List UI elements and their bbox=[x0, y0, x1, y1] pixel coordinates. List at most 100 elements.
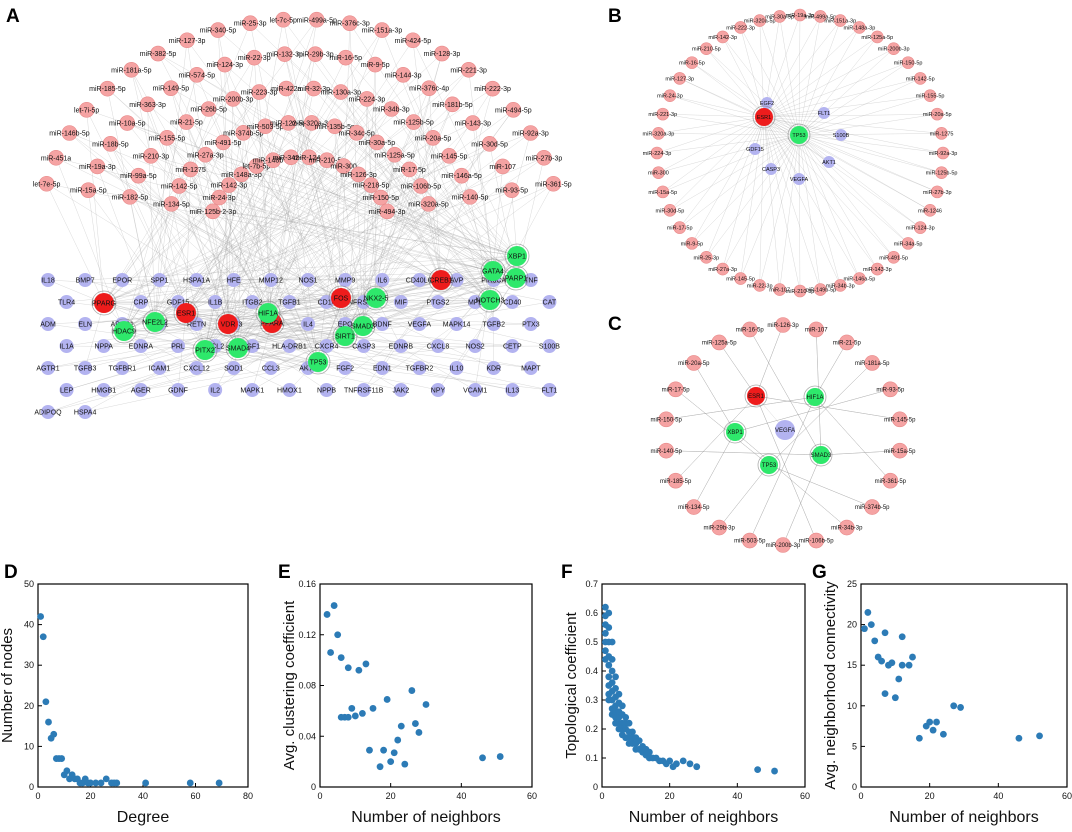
gene-node: ADIPOQ bbox=[34, 405, 62, 419]
network-edge bbox=[185, 169, 410, 314]
mirna-label: miR-376c-4p bbox=[409, 86, 449, 93]
network-edge bbox=[232, 98, 491, 301]
mirna-node: miR-20a-5p bbox=[923, 107, 952, 121]
hub-circle bbox=[195, 340, 215, 360]
mirna-label: miR-15a-5p bbox=[70, 188, 107, 195]
mirna-node: miR-300 bbox=[648, 166, 669, 179]
mirna-circle bbox=[61, 125, 78, 141]
data-point bbox=[909, 653, 916, 661]
gene-label: FGF2 bbox=[336, 366, 354, 373]
data-point bbox=[601, 629, 609, 637]
mirna-label: miR-361-5p bbox=[535, 181, 572, 188]
mirna-label: miR-149-5p bbox=[153, 86, 190, 93]
data-point bbox=[397, 722, 405, 730]
gene-label: MIF bbox=[395, 300, 407, 307]
y-tick-label: 25 bbox=[847, 579, 857, 589]
gene-label: LEP bbox=[60, 388, 74, 395]
network-edge bbox=[763, 48, 894, 118]
mirna-label: miR-29b-3p bbox=[297, 52, 334, 59]
hub-node: SMAD3 bbox=[809, 443, 833, 467]
mirna-node: miR-499a-5p bbox=[296, 11, 337, 28]
gene-node: AKT1 bbox=[822, 156, 836, 168]
network-edge bbox=[171, 203, 518, 257]
gene-node: CETP bbox=[503, 339, 522, 353]
gene-label: GDF15 bbox=[167, 300, 190, 307]
mirna-node: miR-200b-3p bbox=[213, 91, 254, 107]
mirna-label: miR-20a-5p bbox=[415, 135, 452, 142]
network-edge bbox=[97, 166, 364, 327]
mirna-circle bbox=[522, 125, 539, 141]
gene-label: EDNRA bbox=[129, 344, 154, 351]
mirna-circle bbox=[838, 334, 855, 351]
mirna-label: miR-27b-3p bbox=[923, 190, 952, 196]
mirna-circle bbox=[700, 42, 713, 56]
mirna-label: miR-200b-3p bbox=[213, 96, 254, 103]
mirna-node: miR-574-5p bbox=[179, 67, 215, 83]
mirna-circle bbox=[233, 166, 250, 183]
data-point bbox=[612, 685, 619, 692]
mirna-label: miR-24-3p bbox=[203, 195, 236, 202]
network-edge bbox=[196, 279, 239, 349]
mirna-node: miR-494-3p bbox=[369, 203, 406, 220]
mirna-circle bbox=[923, 204, 937, 217]
mirna-circle bbox=[734, 272, 747, 285]
data-point bbox=[348, 704, 356, 712]
gene-circle bbox=[449, 273, 464, 287]
data-point bbox=[605, 661, 613, 669]
mirna-label: miR-144-3p bbox=[385, 72, 422, 79]
mirna-node: miR-340-5p bbox=[200, 22, 236, 38]
data-point bbox=[878, 657, 885, 665]
network-edge bbox=[123, 330, 513, 347]
data-point bbox=[496, 753, 504, 760]
mirna-circle bbox=[773, 10, 786, 23]
gene-label: S100B bbox=[833, 133, 850, 139]
network-edge bbox=[317, 361, 420, 369]
gene-label: AGER bbox=[131, 388, 151, 395]
mirna-label: miR-181b-5p bbox=[432, 102, 473, 109]
hub-node: PITX2 bbox=[192, 337, 218, 363]
mirna-node: miR-142-5p bbox=[161, 178, 198, 194]
mirna-label: miR-145-5p bbox=[726, 277, 755, 283]
mirna-label: miR-126-3p bbox=[340, 172, 377, 179]
mirna-label: miR-143-3p bbox=[454, 121, 491, 128]
network-edge bbox=[658, 116, 765, 173]
mirna-label: miR-24-3p bbox=[657, 94, 683, 100]
mirna-node: miR-155-5p bbox=[916, 89, 944, 102]
mirna-label: miR-99a-5p bbox=[120, 173, 157, 180]
data-point bbox=[881, 629, 889, 637]
data-point bbox=[351, 712, 359, 720]
mirna-node: miR-92a-3p bbox=[929, 146, 957, 160]
gene-node: NOS2 bbox=[466, 339, 485, 353]
network-edge bbox=[798, 134, 931, 211]
network-edge bbox=[290, 157, 518, 257]
network-nodes: VEGFAmiR-126-3pmiR-107miR-21-5pmiR-181a-… bbox=[651, 317, 916, 553]
mirna-node: miR-10a-5p bbox=[109, 115, 146, 131]
y-tick-label: 0.08 bbox=[298, 681, 316, 691]
y-tick-label: 0.6 bbox=[585, 608, 598, 618]
gene-circle bbox=[59, 339, 74, 353]
data-point bbox=[37, 613, 45, 620]
gene-label: TGFB3 bbox=[74, 366, 97, 373]
network-edge bbox=[693, 362, 736, 433]
x-tick-label: 0 bbox=[858, 791, 863, 801]
network-edge bbox=[227, 323, 327, 391]
network-edge bbox=[227, 323, 550, 391]
hub-node: TP53 bbox=[787, 123, 811, 147]
mirna-node: miR-9-5p bbox=[681, 237, 703, 250]
network-edge bbox=[215, 297, 342, 391]
network-edge bbox=[204, 190, 512, 351]
mirna-circle bbox=[711, 519, 728, 536]
gene-circle bbox=[152, 273, 167, 287]
mirna-label: miR-30d-5p bbox=[656, 208, 685, 214]
mirna-circle bbox=[221, 177, 237, 193]
data-point bbox=[915, 734, 923, 742]
gene-node: SOD1 bbox=[224, 361, 243, 375]
gene-circle bbox=[59, 383, 74, 397]
hub-node: ESR1 bbox=[752, 105, 776, 129]
mirna-label: miR-27a-3p bbox=[187, 152, 224, 159]
mirna-label: miR-143-3p bbox=[863, 267, 892, 273]
mirna-circle bbox=[200, 101, 217, 117]
network-edge bbox=[658, 116, 765, 134]
gene-node: IL18 bbox=[41, 273, 55, 287]
